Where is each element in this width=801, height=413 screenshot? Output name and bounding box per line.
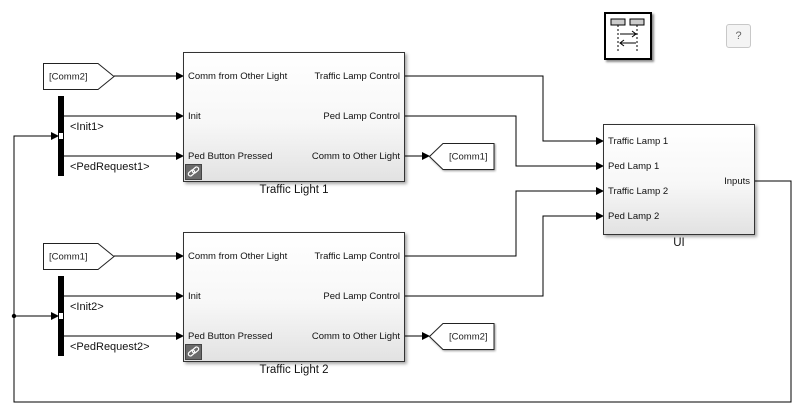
line-ui-feedback	[13, 132, 792, 403]
bus-signal-label: <Init1>	[70, 121, 104, 133]
input-port-label: Comm from Other Light	[188, 71, 288, 82]
bus-signal-label: <PedRequest1>	[70, 161, 150, 173]
output-port-label: Traffic Lamp Control	[314, 251, 400, 262]
input-port-label: Traffic Lamp 1	[608, 136, 669, 147]
goto-tag-label: [Comm2]	[449, 331, 488, 342]
line-tl1-traffic-lamp	[404, 75, 604, 145]
input-port-label: Ped Lamp 2	[608, 211, 660, 222]
input-port-label: Traffic Lamp 2	[608, 186, 669, 197]
from-block-comm1[interactable]: [Comm1]	[43, 243, 115, 270]
output-port-label: Traffic Lamp Control	[314, 71, 400, 82]
goto-tag-label: [Comm1]	[449, 151, 488, 162]
from-tag-label: [Comm2]	[49, 71, 88, 82]
line-tl1-ped-lamp	[404, 115, 604, 170]
block-name-label: Traffic Light 1	[259, 184, 329, 196]
bus-signal-label: <PedRequest2>	[70, 341, 150, 353]
goto-block-comm2[interactable]: [Comm2]	[429, 323, 495, 350]
traffic-light-1-block[interactable]: Comm from Other Light Init Ped Button Pr…	[183, 52, 405, 182]
input-port-label: Init	[188, 291, 201, 302]
input-port-label: Ped Button Pressed	[188, 331, 273, 342]
ui-block[interactable]: Traffic Lamp 1 Ped Lamp 1 Traffic Lamp 2…	[603, 124, 755, 235]
bus-signal-label: <Init2>	[70, 301, 104, 313]
input-port-label: Init	[188, 111, 201, 122]
traffic-light-2-block[interactable]: Comm from Other Light Init Ped Button Pr…	[183, 232, 405, 362]
from-tag-label: [Comm1]	[49, 251, 88, 262]
input-port-label: Ped Button Pressed	[188, 151, 273, 162]
output-port-label: Comm to Other Light	[311, 331, 400, 342]
output-port-label: Comm to Other Light	[311, 151, 400, 162]
branch-point	[11, 313, 17, 319]
output-port-label: Ped Lamp Control	[323, 291, 400, 302]
input-port-label: Ped Lamp 1	[608, 161, 660, 172]
line-tl2-ped-lamp	[404, 212, 604, 297]
output-port-label: Ped Lamp Control	[323, 111, 400, 122]
block-name-label: Traffic Light 2	[259, 364, 329, 376]
goto-block-comm1[interactable]: [Comm1]	[429, 143, 495, 170]
line-tl2-traffic-lamp	[404, 187, 604, 257]
block-name-label: UI	[673, 237, 685, 249]
output-port-label: Inputs	[724, 176, 750, 187]
from-block-comm2[interactable]: [Comm2]	[43, 63, 115, 90]
bus-input-port-marker	[58, 132, 64, 140]
help-button[interactable]: ?	[726, 24, 751, 48]
library-link-icon[interactable]	[185, 344, 202, 360]
bus-input-port-marker	[58, 312, 64, 320]
sequence-viewer-icon[interactable]	[604, 12, 652, 60]
library-link-icon[interactable]	[185, 164, 202, 180]
input-port-label: Comm from Other Light	[188, 251, 288, 262]
